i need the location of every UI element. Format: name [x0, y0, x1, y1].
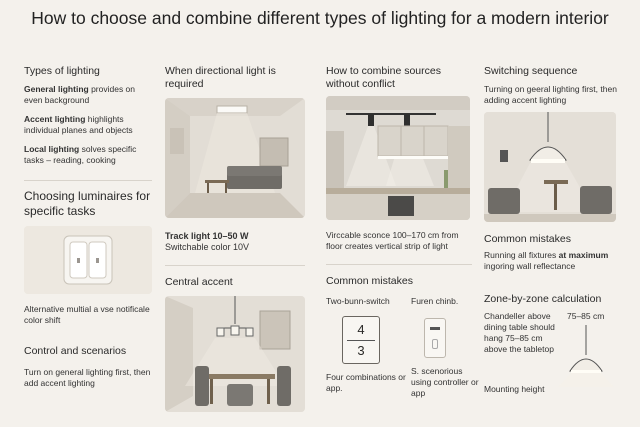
smart-switch: [424, 318, 446, 358]
switch-button: [432, 339, 438, 349]
divider: [165, 265, 305, 266]
mounting-height-label: Mounting height: [484, 384, 545, 394]
accent-lighting-label: Accent lighting: [24, 114, 86, 124]
control-text: Turn on general lighting first, then add…: [24, 367, 151, 388]
accent-lighting-text: Accent lighting highlights individual pl…: [24, 114, 154, 136]
decorative-dot: •: [598, 12, 602, 23]
luminaires-heading: Choosing luminaires for specific tasks: [24, 189, 151, 218]
local-lighting-text: Local lighting solves specific tasks – r…: [24, 144, 154, 166]
common-mistakes-heading-2: Common mistakes: [484, 233, 571, 245]
general-lighting-text: General lighting provides on even backgr…: [24, 84, 154, 106]
pendant-diagram: [556, 325, 616, 387]
divider: [326, 264, 472, 265]
living-room-illustration: [165, 98, 305, 218]
switch-bottom-digit: 3: [357, 343, 365, 358]
common-mistakes-heading: Common mistakes: [326, 275, 413, 287]
track-light-text: Track light 10–50 W Switchable color 10V: [165, 231, 305, 253]
directional-heading: When directional light is required: [165, 65, 276, 90]
accent-lighting-desc: highlights individual planes and objects: [24, 114, 133, 135]
zone-heading: Zone-by-zone calculation: [484, 293, 602, 305]
general-lighting-desc: provides on even background: [24, 84, 136, 105]
four-combinations-text: Four combinations or app.: [326, 372, 406, 393]
bedroom-illustration: [484, 112, 616, 222]
two-button-label: Two-bunn-switch: [326, 296, 390, 306]
alternative-text: Alternative multial a vse notificale col…: [24, 304, 150, 325]
local-lighting-desc: solves specific tasks – reading, cooking: [24, 144, 137, 165]
sequence-heading: Switching sequence: [484, 65, 578, 77]
page-title: How to choose and combine different type…: [31, 8, 609, 28]
central-accent-heading: Central accent: [165, 276, 233, 288]
combine-heading: How to combine sources without conflict: [326, 65, 441, 90]
divider: [24, 180, 152, 181]
mistakes-part-1: Running all fixtures: [484, 250, 559, 260]
switch-illustration: [24, 226, 152, 294]
mistakes-emphasis: at maximum: [558, 250, 609, 260]
local-lighting-label: Local lighting: [24, 144, 80, 154]
switch-indicator: [430, 327, 440, 330]
scenarios-text: S. scenorious using controller or app: [411, 366, 479, 398]
sequence-text: Turning on geeral lighting first, then a…: [484, 84, 617, 105]
track-light-desc: Switchable color 10V: [165, 242, 250, 252]
two-button-switch: 4 3: [342, 316, 380, 364]
mistakes-part-2: ingoring wall reflectance: [484, 261, 576, 271]
general-lighting-label: General lighting: [24, 84, 89, 94]
mistakes-text: Running all fixtures at maximum ingoring…: [484, 250, 624, 272]
kitchen-illustration: [326, 96, 470, 220]
furen-label: Furen chinb.: [411, 296, 459, 306]
switch-divider: [347, 340, 375, 341]
switch-top-digit: 4: [357, 322, 365, 337]
range-label: 75–85 cm: [567, 311, 605, 321]
track-light-label: Track light 10–50 W: [165, 231, 249, 241]
chandelier-text: Chandeller above dining table should han…: [484, 311, 555, 354]
sconce-text: Virccable sconce 100–170 cm from floor c…: [326, 230, 459, 251]
control-heading: Control and scenarios: [24, 345, 127, 357]
dining-room-illustration: [165, 296, 305, 412]
types-heading: Types of lighting: [24, 65, 100, 77]
